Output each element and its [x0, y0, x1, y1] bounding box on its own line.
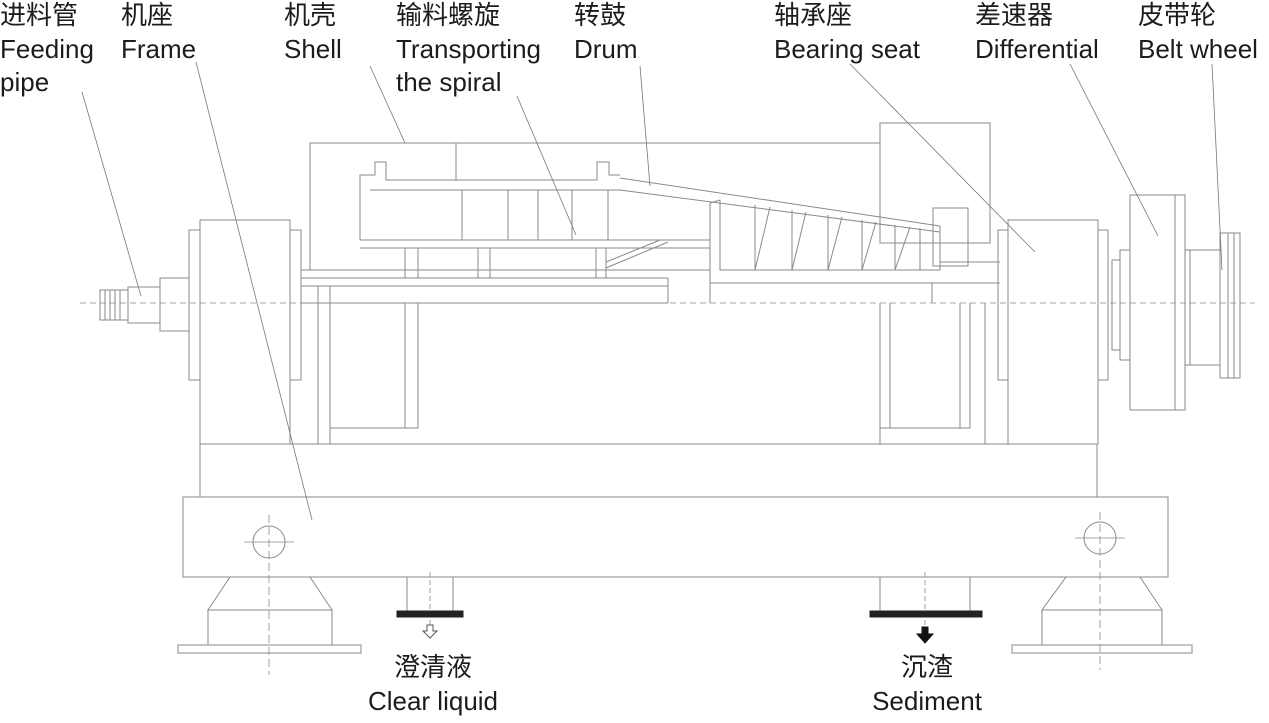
sediment-arrow	[917, 627, 933, 643]
left-bearing-housing	[189, 220, 301, 444]
frame-upper-plate	[200, 444, 1097, 497]
label-spiral-en-1: Transporting	[396, 34, 541, 64]
clear-liquid-outlet	[397, 572, 463, 638]
label-clear-liquid-zh: 澄清液	[393, 653, 472, 683]
label-sediment-zh: 沉渣	[900, 653, 953, 683]
label-clear-liquid-en: Clear liquid	[367, 686, 499, 716]
frame-base	[183, 497, 1168, 577]
label-feeding-pipe-en-1: Feeding	[0, 34, 94, 64]
label-feeding-pipe: 进料管 Feeding pipe	[0, 0, 94, 99]
label-spiral: 输料螺旋 Transporting the spiral	[396, 0, 541, 99]
label-shell-en: Shell	[284, 34, 342, 64]
belt-wheel-body	[1185, 233, 1240, 378]
label-drum-zh: 转鼓	[574, 1, 627, 31]
label-belt-wheel: 皮带轮 Belt wheel	[1138, 0, 1258, 66]
label-sediment-en: Sediment	[872, 686, 982, 716]
label-differential-zh: 差速器	[975, 1, 1054, 31]
label-bearing-seat-zh: 轴承座	[774, 1, 853, 31]
feeding-pipe-body	[100, 278, 189, 331]
label-frame: 机座 Frame	[121, 0, 196, 66]
label-frame-en: Frame	[121, 34, 197, 64]
label-drum: 转鼓 Drum	[574, 0, 638, 66]
sediment-outlet	[870, 572, 982, 643]
bearing-seat-right	[998, 220, 1108, 444]
label-feeding-pipe-en-2: pipe	[0, 67, 50, 97]
label-shell-zh: 机壳	[284, 1, 337, 31]
drum-body	[360, 162, 940, 303]
label-bearing-seat-en: Bearing seat	[774, 34, 920, 64]
label-differential: 差速器 Differential	[975, 0, 1099, 66]
foot-right	[1012, 577, 1192, 653]
clear-liquid-arrow	[423, 625, 437, 638]
label-frame-zh: 机座	[121, 1, 174, 31]
label-spiral-zh: 输料螺旋	[396, 1, 501, 31]
spiral-flights	[710, 200, 1000, 303]
foot-left	[178, 577, 361, 653]
leader-lines	[82, 62, 1222, 520]
shell-supports	[318, 286, 985, 444]
label-spiral-en-2: the spiral	[396, 67, 502, 97]
label-clear-liquid: 澄清液 Clear liquid	[358, 652, 508, 718]
label-belt-wheel-en: Belt wheel	[1138, 34, 1258, 64]
differential-body	[1112, 195, 1185, 410]
label-sediment: 沉渣 Sediment	[860, 652, 994, 718]
label-bearing-seat: 轴承座 Bearing seat	[774, 0, 920, 66]
label-differential-en: Differential	[975, 34, 1099, 64]
label-drum-en: Drum	[574, 34, 638, 64]
shell-body	[310, 123, 990, 270]
label-belt-wheel-zh: 皮带轮	[1138, 1, 1217, 31]
label-feeding-pipe-zh: 进料管	[0, 1, 79, 31]
label-shell: 机壳 Shell	[284, 0, 342, 66]
